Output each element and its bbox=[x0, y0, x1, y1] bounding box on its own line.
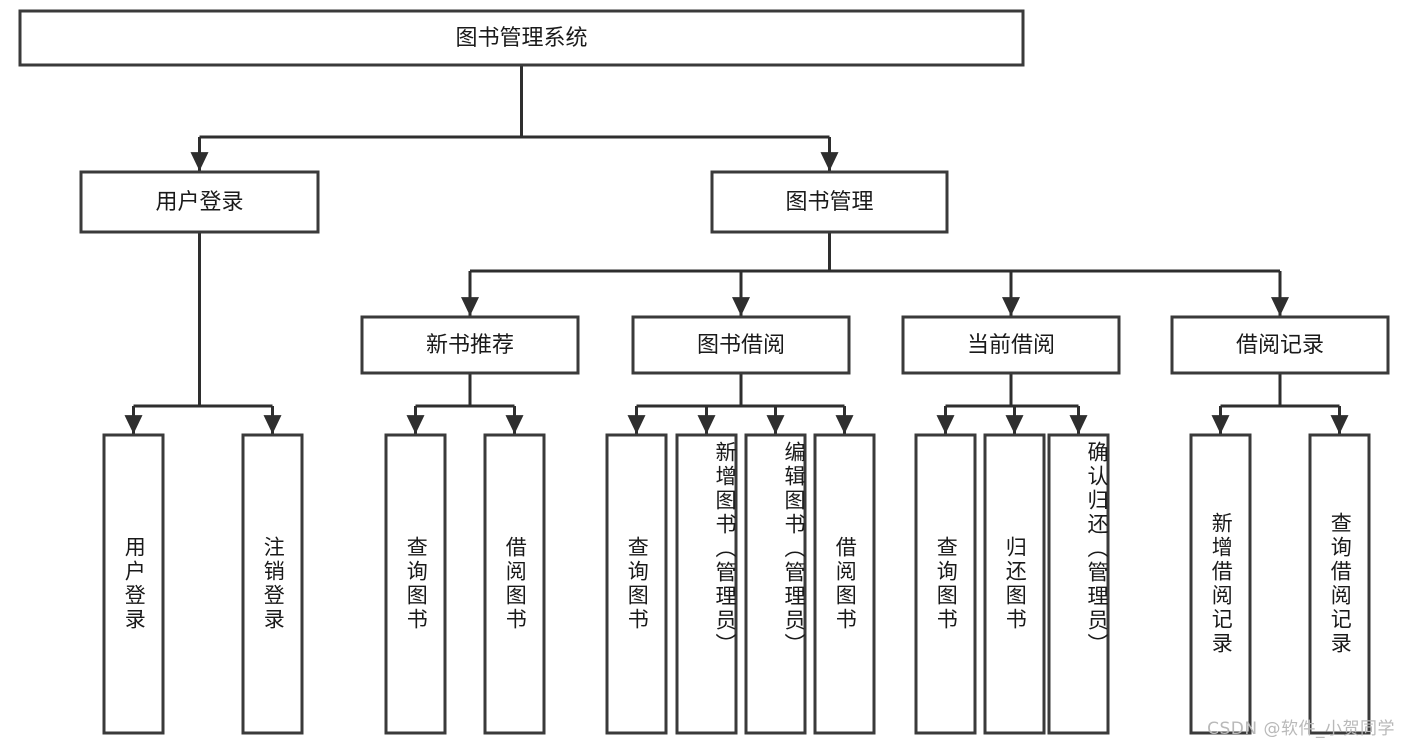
node-leaf-4-查询图书[interactable] bbox=[605, 433, 668, 735]
node-rect bbox=[983, 433, 1046, 735]
node-rect bbox=[384, 433, 447, 735]
node-label: 当前借阅 bbox=[967, 333, 1055, 358]
arrow-head-icon bbox=[505, 415, 524, 434]
node-leaf-0-用户登录[interactable] bbox=[102, 433, 165, 735]
arrow-head-icon bbox=[697, 415, 716, 434]
arrow-head-icon bbox=[1211, 415, 1230, 434]
arrow-head-icon bbox=[820, 152, 839, 171]
node-label: 用户登录 bbox=[155, 190, 243, 215]
node-rect bbox=[605, 433, 668, 735]
node-rect bbox=[1047, 433, 1110, 735]
node-leaf-9-归还图书[interactable] bbox=[983, 433, 1046, 735]
node-rect bbox=[901, 315, 1121, 375]
node-l3-1-图书借阅[interactable]: 图书借阅 bbox=[631, 315, 851, 375]
node-rect bbox=[241, 433, 304, 735]
node-leaf-3-借阅图书[interactable] bbox=[483, 433, 546, 735]
node-label: 新书推荐 bbox=[426, 333, 514, 358]
node-rect bbox=[914, 433, 977, 735]
node-leaf-7-借阅图书[interactable] bbox=[813, 433, 876, 735]
node-rect bbox=[1189, 433, 1252, 735]
node-label: 图书管理 bbox=[785, 190, 873, 215]
arrow-head-icon bbox=[263, 415, 282, 434]
node-rect bbox=[79, 170, 320, 234]
node-leaf-6-编辑图书管理员[interactable] bbox=[744, 433, 807, 735]
node-label: 图书管理系统 bbox=[455, 26, 587, 51]
node-leaf-1-注销登录[interactable] bbox=[241, 433, 304, 735]
arrow-head-icon bbox=[190, 152, 209, 171]
arrow-head-icon bbox=[627, 415, 646, 434]
node-leaf-8-查询图书[interactable] bbox=[914, 433, 977, 735]
node-rect bbox=[360, 315, 580, 375]
node-l3-2-当前借阅[interactable]: 当前借阅 bbox=[901, 315, 1121, 375]
csdn-watermark: CSDN @软件_小贺同学 bbox=[1207, 719, 1395, 739]
node-leaf-10-确认归还管理员[interactable] bbox=[1047, 433, 1110, 735]
node-leaf-11-新增借阅记录[interactable] bbox=[1189, 433, 1252, 735]
node-label: 借阅记录 bbox=[1236, 333, 1324, 358]
node-rect bbox=[1308, 433, 1371, 735]
node-leaf-2-查询图书[interactable] bbox=[384, 433, 447, 735]
node-l2-0-用户登录[interactable]: 用户登录 bbox=[79, 170, 320, 234]
arrow-head-icon bbox=[1005, 415, 1024, 434]
node-root-0-图书管理系统[interactable]: 图书管理系统 bbox=[18, 9, 1025, 67]
node-l2-1-图书管理[interactable]: 图书管理 bbox=[710, 170, 949, 234]
node-rect bbox=[744, 433, 807, 735]
node-leaf-5-新增图书管理员[interactable] bbox=[675, 433, 738, 735]
arrow-head-icon bbox=[1069, 415, 1088, 434]
arrow-head-icon bbox=[1271, 297, 1289, 316]
connectors-layer bbox=[124, 65, 1349, 434]
node-rect bbox=[710, 170, 949, 234]
arrow-head-icon bbox=[835, 415, 854, 434]
node-rect bbox=[483, 433, 546, 735]
arrow-head-icon bbox=[124, 415, 143, 434]
node-l3-3-借阅记录[interactable]: 借阅记录 bbox=[1170, 315, 1390, 375]
arrow-head-icon bbox=[1330, 415, 1349, 434]
arrow-head-icon bbox=[1002, 297, 1020, 316]
arrow-head-icon bbox=[732, 297, 750, 316]
node-rect bbox=[1170, 315, 1390, 375]
arrow-head-icon bbox=[461, 297, 479, 316]
node-rect bbox=[18, 9, 1025, 67]
node-rect bbox=[675, 433, 738, 735]
node-label: 图书借阅 bbox=[697, 333, 785, 358]
node-leaf-12-查询借阅记录[interactable] bbox=[1308, 433, 1371, 735]
node-l3-0-新书推荐[interactable]: 新书推荐 bbox=[360, 315, 580, 375]
arrow-head-icon bbox=[936, 415, 955, 434]
node-rect bbox=[631, 315, 851, 375]
arrow-head-icon bbox=[406, 415, 425, 434]
node-rect bbox=[102, 433, 165, 735]
node-rect bbox=[813, 433, 876, 735]
arrow-head-icon bbox=[766, 415, 785, 434]
